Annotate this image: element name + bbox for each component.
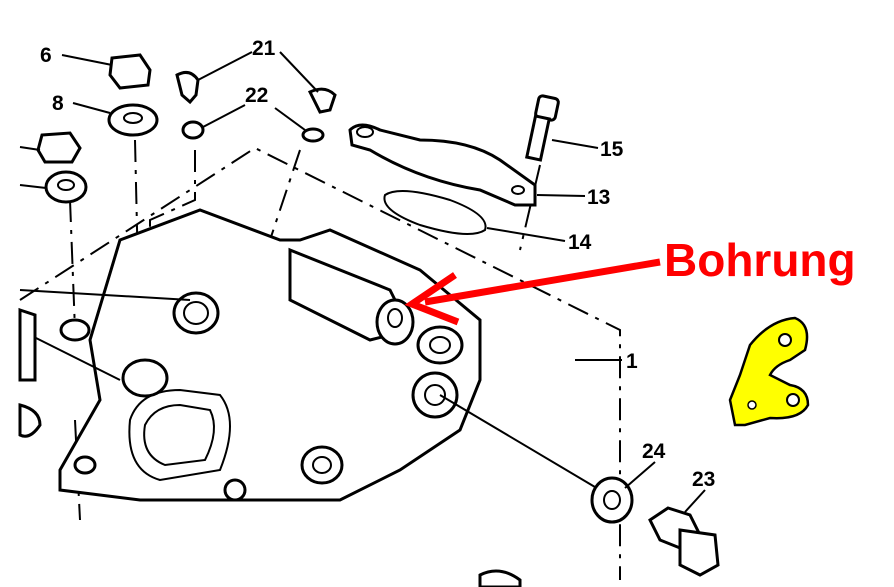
label-part-1: 1 bbox=[626, 350, 638, 373]
label-part-15: 15 bbox=[600, 138, 624, 161]
partial-part-bottom bbox=[478, 569, 522, 587]
leader-lines bbox=[19, 51, 706, 513]
label-part-13: 13 bbox=[587, 186, 610, 209]
label-part-14: 14 bbox=[568, 231, 592, 254]
label-part-6: 6 bbox=[40, 44, 52, 67]
bolt-part-15 bbox=[525, 94, 560, 162]
label-part-23: 23 bbox=[692, 468, 715, 491]
main-housing bbox=[18, 208, 601, 502]
label-part-24: 24 bbox=[642, 440, 666, 463]
bohrung-arrow bbox=[404, 258, 661, 326]
cover-part-13 bbox=[348, 123, 537, 207]
highlighted-bracket-part bbox=[728, 316, 810, 427]
bohrung-annotation: Bohrung bbox=[664, 234, 856, 286]
o-ring-14 bbox=[383, 190, 487, 235]
label-part-22: 22 bbox=[245, 84, 268, 107]
drain-plug-part-23 bbox=[648, 506, 720, 577]
small-parts bbox=[36, 53, 337, 204]
washer-part-24 bbox=[590, 476, 634, 524]
label-part-21: 21 bbox=[252, 37, 276, 60]
label-part-8: 8 bbox=[52, 92, 64, 115]
